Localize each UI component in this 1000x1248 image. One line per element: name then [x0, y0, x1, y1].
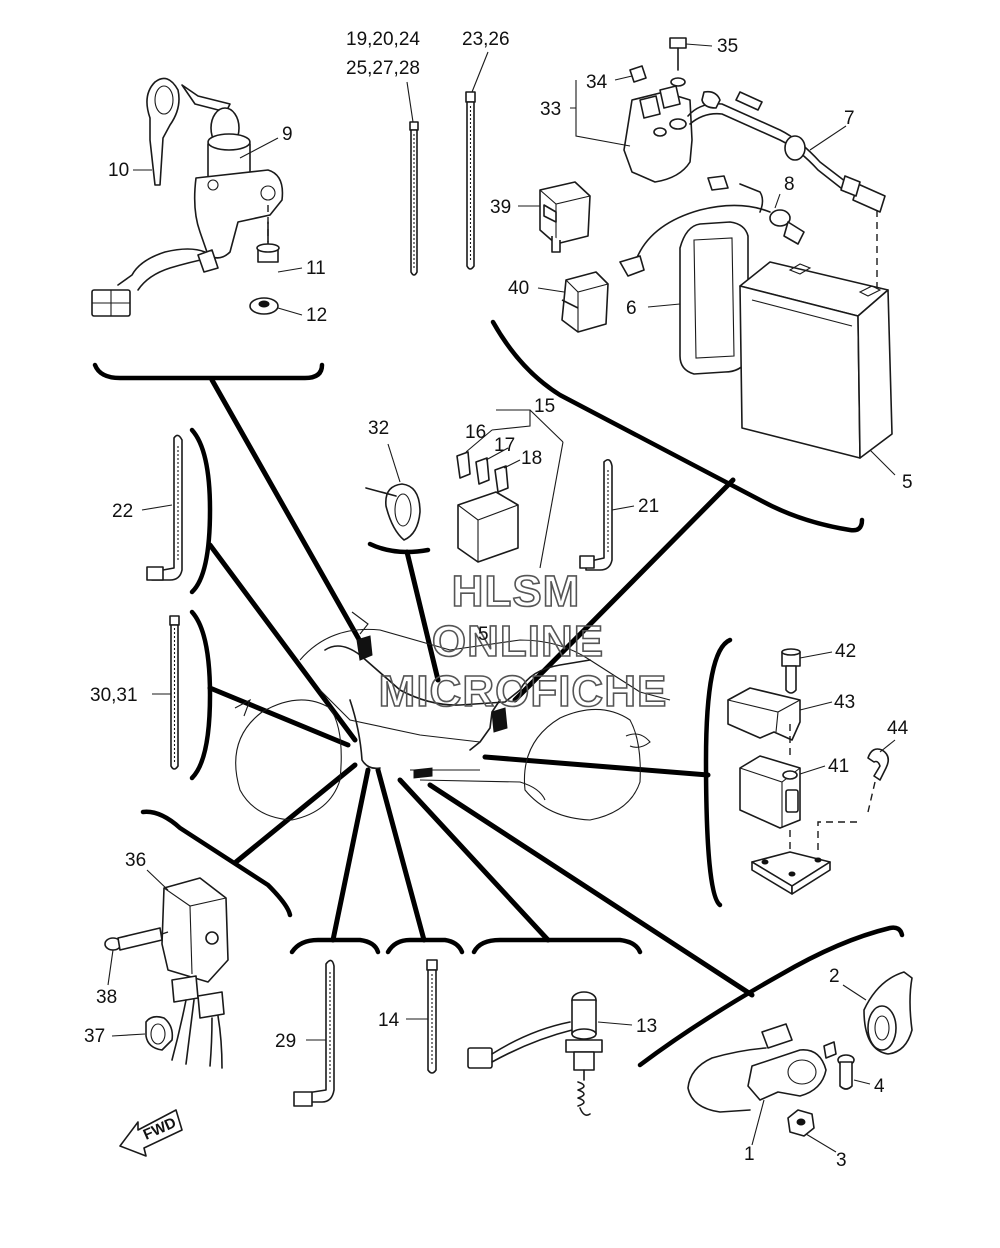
part-labels: 10 9 11 12 19,20,24 25,27,28 23,26 35 34… [84, 29, 913, 1171]
label-part-30-31: 30,31 [90, 685, 138, 706]
label-part-9: 9 [282, 124, 293, 145]
cdi-unit-assembly [104, 877, 229, 1069]
label-part-35: 35 [717, 36, 738, 57]
label-part-8: 8 [784, 174, 795, 195]
label-part-11: 11 [306, 258, 326, 279]
band-22 [146, 434, 183, 581]
label-part-37: 37 [84, 1026, 105, 1047]
main-switch-assembly [91, 77, 284, 317]
bracket-battery [490, 319, 865, 533]
watermark-line-3: MICROFICHE [379, 667, 668, 716]
band-21 [579, 458, 613, 571]
label-part-19-20-24: 19,20,24 [346, 29, 420, 50]
label-part-10: 10 [108, 160, 129, 181]
bracket-switch-13 [471, 937, 643, 955]
band-29 [293, 959, 335, 1107]
bracket-relay [703, 637, 733, 908]
label-part-29: 29 [275, 1031, 296, 1052]
watermark-line-1: HLSM [452, 567, 581, 616]
cable-tie-19 [409, 121, 419, 276]
leader-lines [207, 377, 755, 998]
label-part-16: 16 [465, 422, 486, 443]
label-part-15: 15 [534, 396, 555, 417]
label-part-39: 39 [490, 197, 511, 218]
label-part-6: 6 [626, 298, 637, 319]
fuse-assembly-15 [456, 451, 519, 563]
label-part-41: 41 [828, 756, 849, 777]
label-part-22: 22 [112, 501, 133, 522]
main-switch-9 [91, 84, 284, 317]
bracket-band-30 [189, 609, 213, 781]
label-part-34: 34 [586, 72, 608, 93]
battery-cable-8 [619, 175, 805, 277]
relay-40 [561, 271, 609, 333]
label-part-12: 12 [306, 305, 327, 326]
motorcycle-outline [234, 611, 671, 821]
label-part-1: 1 [744, 1144, 755, 1165]
group-brackets [92, 319, 905, 1068]
label-part-25-27-28: 25,27,28 [346, 58, 420, 79]
label-part-36: 36 [125, 850, 146, 871]
battery-band-6 [679, 221, 749, 375]
label-part-14: 14 [378, 1010, 400, 1031]
relay-39 [539, 181, 591, 253]
washer-12 [249, 297, 279, 315]
label-part-4: 4 [874, 1076, 885, 1097]
label-part-23-26: 23,26 [462, 29, 510, 50]
label-part-5: 5 [902, 472, 913, 493]
relay-41-assembly [727, 648, 890, 895]
label-part-2: 2 [829, 966, 840, 987]
bracket-cdi [140, 809, 293, 918]
bracket-ignition [92, 362, 325, 381]
clamp-32 [365, 483, 421, 541]
throttle-switch-assembly [687, 971, 913, 1137]
fwd-arrow: FWD [119, 1109, 183, 1157]
label-part-32: 32 [368, 418, 389, 439]
switch-13 [467, 991, 603, 1116]
label-part-18: 18 [521, 448, 542, 469]
label-part-7: 7 [844, 108, 855, 129]
thin-leaders [107, 43, 896, 1153]
band-30 [169, 615, 180, 770]
bracket-band-14 [385, 937, 465, 955]
label-part-38: 38 [96, 987, 117, 1008]
watermark: HLSM ONLINE MICROFICHE [378, 566, 668, 717]
label-part-21: 21 [638, 496, 659, 517]
cable-tie-14 [426, 959, 438, 1074]
bracket-throttle [637, 925, 905, 1068]
label-part-33: 33 [540, 99, 561, 120]
label-part-17: 17 [494, 435, 515, 456]
bracket-band-22 [189, 427, 213, 595]
label-part-42: 42 [835, 641, 856, 662]
watermark-line-2: ONLINE [432, 617, 604, 666]
label-part-13: 13 [636, 1016, 657, 1037]
label-part-40: 40 [508, 278, 529, 299]
bracket-band-29 [289, 937, 381, 955]
cable-tie-23 [465, 91, 476, 270]
bracket-clamp-32 [367, 541, 431, 555]
key-10 [146, 77, 180, 186]
battery-5 [739, 261, 893, 459]
starter-relay-assembly [623, 37, 886, 312]
label-part-3: 3 [836, 1150, 847, 1171]
bolt-11 [256, 205, 280, 263]
label-part-44: 44 [887, 718, 909, 739]
label-center-5: 5 [478, 624, 489, 645]
label-part-43: 43 [834, 692, 855, 713]
